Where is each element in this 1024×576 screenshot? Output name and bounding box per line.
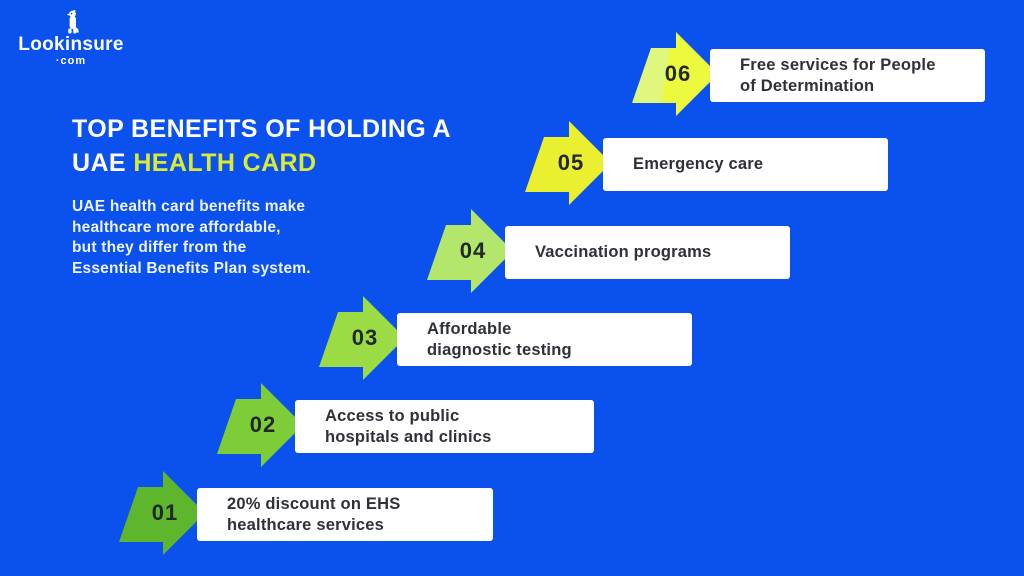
step-05-label-line-1: Emergency care (633, 155, 764, 173)
step-05-label-bar: Emergency care (603, 138, 888, 191)
brand-wordmark: Lookinsure (18, 34, 124, 55)
step-06: 06 Free services for People of Determina… (632, 32, 1024, 120)
intro-line-3: but they differ from the (72, 239, 247, 256)
lookinsure-logo: Lookinsure ·com (18, 10, 123, 67)
intro-line-4: Essential Benefits Plan system. (72, 259, 311, 277)
step-05-arrow-icon (525, 121, 611, 205)
title-line-2: UAE HEALTH CARD (72, 146, 451, 180)
step-04-arrow-icon (427, 209, 513, 293)
step-02: 02 Access to public hospitals and clinic… (217, 383, 617, 471)
intro-paragraph: UAE health card benefits make healthcare… (72, 197, 311, 279)
step-03: 03 Affordable diagnostic testing (319, 296, 719, 384)
meerkat-mascot-icon (66, 10, 79, 34)
step-02-number: 02 (249, 412, 277, 437)
step-05: 05 Emergency care (525, 121, 925, 209)
step-02-arrow-icon (217, 383, 303, 467)
step-01-label-line-2: healthcare services (227, 515, 384, 534)
step-04: 04 Vaccination programs (427, 209, 827, 297)
step-01-label-line-1: 20% discount on EHS (227, 494, 401, 513)
step-04-label-bar: Vaccination programs (505, 226, 790, 279)
step-06-label-line-1: Free services for People (740, 55, 936, 74)
step-06-label-line-2: of Determination (740, 76, 875, 95)
step-02-label-line-1: Access to public (325, 406, 460, 425)
step-01-number: 01 (151, 500, 179, 525)
step-06-number: 06 (664, 61, 692, 86)
title-health-card-highlight: HEALTH CARD (133, 149, 317, 177)
step-03-label-bar: Affordable diagnostic testing (397, 313, 692, 366)
title-uae: UAE (72, 149, 126, 177)
title-line-1: TOP BENEFITS OF HOLDING A (72, 115, 452, 143)
step-02-label-line-2: hospitals and clinics (325, 427, 492, 446)
intro-line-1: UAE health card benefits make (72, 198, 306, 215)
page-title: TOP BENEFITS OF HOLDING A UAE HEALTH CAR… (72, 112, 451, 180)
step-04-number: 04 (459, 238, 487, 263)
step-03-label-line-2: diagnostic testing (427, 340, 572, 359)
step-04-label-line-1: Vaccination programs (535, 243, 712, 261)
step-06-label-bar: Free services for People of Determinatio… (710, 49, 985, 102)
step-01-arrow-icon (119, 471, 205, 555)
intro-line-2: healthcare more affordable, (72, 218, 281, 236)
step-02-label-bar: Access to public hospitals and clinics (295, 400, 594, 453)
step-01-label-bar: 20% discount on EHS healthcare services (197, 488, 493, 541)
step-03-arrow-icon (319, 296, 405, 380)
step-05-number: 05 (557, 150, 585, 175)
step-06-arrow-icon (632, 32, 718, 116)
brand-domain: ·com (55, 55, 87, 67)
step-03-label-line-1: Affordable (427, 319, 512, 338)
step-03-number: 03 (351, 325, 379, 350)
step-01: 01 20% discount on EHS healthcare servic… (119, 471, 519, 559)
